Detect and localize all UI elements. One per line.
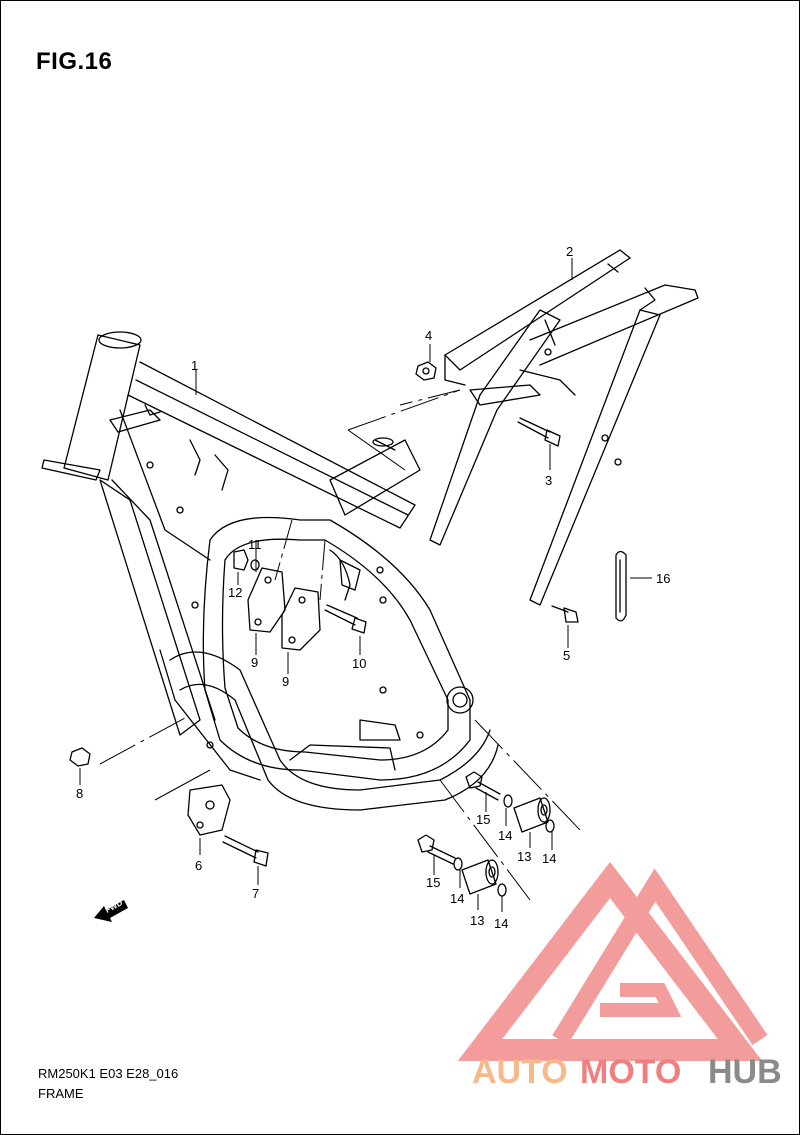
- bolt-3: [517, 417, 561, 447]
- callout-3: 3: [545, 473, 552, 488]
- callout-16: 16: [656, 571, 670, 586]
- bolt-10: [324, 604, 367, 634]
- callout-1: 1: [191, 358, 198, 373]
- bolt-15-upper: [465, 771, 501, 801]
- washer-14-d: [497, 883, 507, 897]
- callout-13-lower: 13: [470, 913, 484, 928]
- bolt-5: [551, 605, 579, 623]
- washer-14-b: [545, 819, 555, 833]
- nut-8: [69, 747, 91, 767]
- nut-12: [233, 549, 249, 571]
- leader-lines: [79, 258, 652, 912]
- callout-10: 10: [352, 656, 366, 671]
- callout-4: 4: [425, 328, 432, 343]
- collar-13-lower: [461, 859, 499, 895]
- watermark-logo-icon: [457, 861, 768, 1061]
- callout-8: 8: [76, 786, 83, 801]
- callout-9-left: 9: [251, 655, 258, 670]
- rear-subframe: [429, 249, 699, 606]
- callout-7: 7: [252, 886, 259, 901]
- footer-code: RM250K1 E03 E28_016: [38, 1066, 179, 1081]
- head-tube: [41, 331, 142, 481]
- callout-14-b: 14: [542, 851, 556, 866]
- watermark-text-moto: MOTO: [580, 1053, 681, 1091]
- callout-5: 5: [563, 648, 570, 663]
- watermark-text: AUTO MOTO HUB: [472, 1053, 782, 1091]
- bracket-6: [187, 784, 231, 836]
- watermark-text-auto: AUTO: [472, 1053, 568, 1091]
- watermark-text-hub: HUB: [708, 1053, 782, 1091]
- callout-11: 11: [248, 537, 262, 552]
- plate-9-right: [281, 587, 321, 651]
- footer-name: FRAME: [38, 1086, 84, 1101]
- callout-15-upper: 15: [476, 812, 490, 827]
- collar-13-upper: [513, 797, 551, 833]
- bolt-15-lower: [417, 834, 456, 865]
- main-frame: [99, 361, 499, 811]
- part-16-clip: [615, 550, 627, 622]
- washer-11: [250, 559, 260, 571]
- callout-13-upper: 13: [517, 849, 531, 864]
- nut-4: [415, 361, 437, 381]
- figure-title: FIG.16: [36, 48, 113, 75]
- fwd-arrow-icon: FWD: [94, 898, 128, 922]
- callout-14-d: 14: [494, 916, 508, 931]
- callout-14-c: 14: [450, 891, 464, 906]
- plate-9-left: [247, 567, 286, 633]
- callout-12: 12: [228, 585, 242, 600]
- washer-14-c: [453, 857, 463, 871]
- callout-14-a: 14: [498, 828, 512, 843]
- bolt-7: [222, 835, 269, 867]
- callout-9-right: 9: [282, 674, 289, 689]
- washer-14-a: [503, 794, 513, 808]
- callout-15-lower: 15: [426, 875, 440, 890]
- callout-2: 2: [566, 244, 573, 259]
- callout-6: 6: [195, 858, 202, 873]
